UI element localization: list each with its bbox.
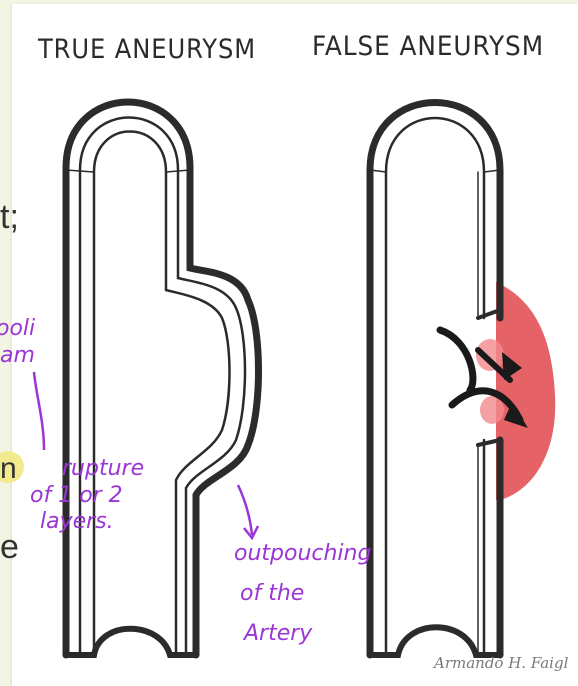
false-outer-wall [370, 103, 500, 656]
false-aneurysm-title: FALSE ANEURYSM [312, 31, 544, 62]
rupture-label-2: of 1 or 2 [30, 483, 123, 508]
rupture-label-3: layers. [40, 509, 114, 534]
annotation-pointer-line [34, 372, 44, 450]
outpouching-label-3: Artery [242, 621, 313, 646]
false-bottom-arch [370, 627, 500, 655]
slide-fragment-n: n [0, 452, 17, 485]
true-aneurysm-title: TRUE ANEURYSM [37, 34, 256, 65]
rupture-label-1: rupture [62, 456, 144, 481]
false-aneurysm-drawing [370, 103, 555, 656]
annotation-top-left-2: am [0, 343, 35, 368]
outpouching-label-2: of the [240, 581, 304, 606]
true-middle-layer [80, 118, 245, 656]
true-aneurysm-drawing [66, 102, 259, 655]
false-aneurysm-blood-pocket [496, 282, 555, 500]
artist-signature: Armando H. Faigl [432, 654, 569, 672]
slide-fragment-e: e [0, 528, 19, 566]
true-inner-layer [94, 132, 230, 656]
slide-fragment-semicolon: t; [0, 198, 19, 236]
annotation-top-left-1: ooli [0, 316, 35, 341]
outpouching-label-1: outpouching [234, 541, 371, 566]
